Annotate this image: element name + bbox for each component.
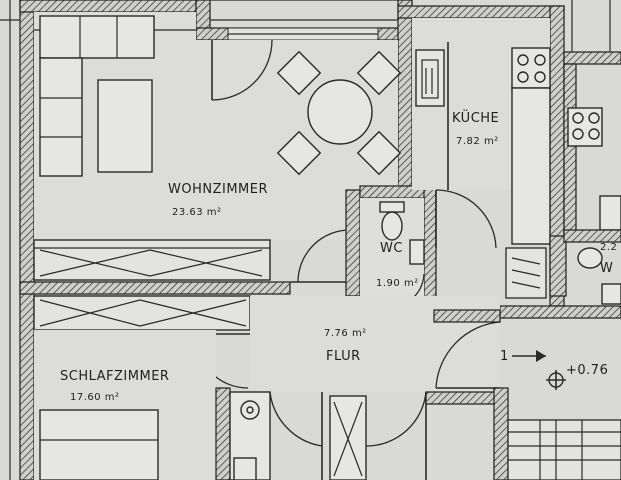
room-area-flur: 7.76 m² (324, 328, 367, 339)
room-name-schlafzimmer: SCHLAFZIMMER (60, 369, 169, 384)
room-name-kueche: KÜCHE (452, 109, 499, 126)
wall-right-partial (563, 63, 577, 235)
dining-table (307, 79, 373, 145)
dining-chair (356, 50, 402, 96)
wardrobe-upper (33, 239, 271, 281)
kitchen-sink (415, 49, 445, 107)
wall-hall-wc (345, 189, 361, 297)
room-area-wc: 1.90 m² (376, 278, 419, 289)
wall-stair-top (499, 305, 621, 319)
level-annotation: +0.76 (566, 363, 608, 378)
room-name-wc: WC (380, 241, 403, 256)
dining-chair (276, 50, 322, 96)
wall-living-bedroom (19, 281, 291, 295)
stove (511, 47, 551, 89)
outer-wall-top-right (563, 51, 621, 65)
coffee-table (97, 79, 153, 173)
wardrobe-lower (33, 295, 251, 331)
wall-bedroom-right (215, 387, 231, 480)
toilet-bowl (381, 211, 403, 241)
wall-right-partial-top (563, 229, 621, 243)
bed (39, 409, 159, 480)
room-name-partial: W (600, 261, 613, 276)
wall-right-small (549, 235, 567, 297)
toilet-tank (379, 201, 405, 213)
staircase (507, 419, 621, 480)
dining-chair (356, 130, 402, 176)
wall-living-kitchen (397, 0, 413, 191)
arrow-head-icon (536, 350, 546, 362)
wall-hall-bottom (425, 391, 497, 405)
outer-wall-top-kitchen (397, 5, 565, 19)
wall-wc-right (423, 185, 437, 311)
sofa-back (39, 15, 155, 59)
room-name-flur: FLUR (326, 349, 361, 364)
room-area-schlafzimmer: 17.60 m² (70, 392, 120, 403)
kitchen-counter (511, 87, 551, 245)
room-area-kueche: 7.82 m² (456, 136, 499, 147)
wc-sink (409, 239, 425, 265)
outer-wall-top-left (19, 0, 197, 13)
room-area-wohnzimmer: 23.63 m² (172, 207, 222, 218)
dining-chair (276, 130, 322, 176)
outer-wall-left (19, 0, 35, 480)
stair-marker-number: 1 (500, 349, 509, 364)
wall-stair-left (493, 387, 509, 480)
wall-hall-right (433, 309, 501, 323)
room-name-wohnzimmer: WOHNZIMMER (168, 182, 268, 197)
toilet-neighbor (577, 247, 603, 269)
sofa-side (39, 57, 83, 177)
room-area-partial: 2.2 (600, 242, 617, 253)
